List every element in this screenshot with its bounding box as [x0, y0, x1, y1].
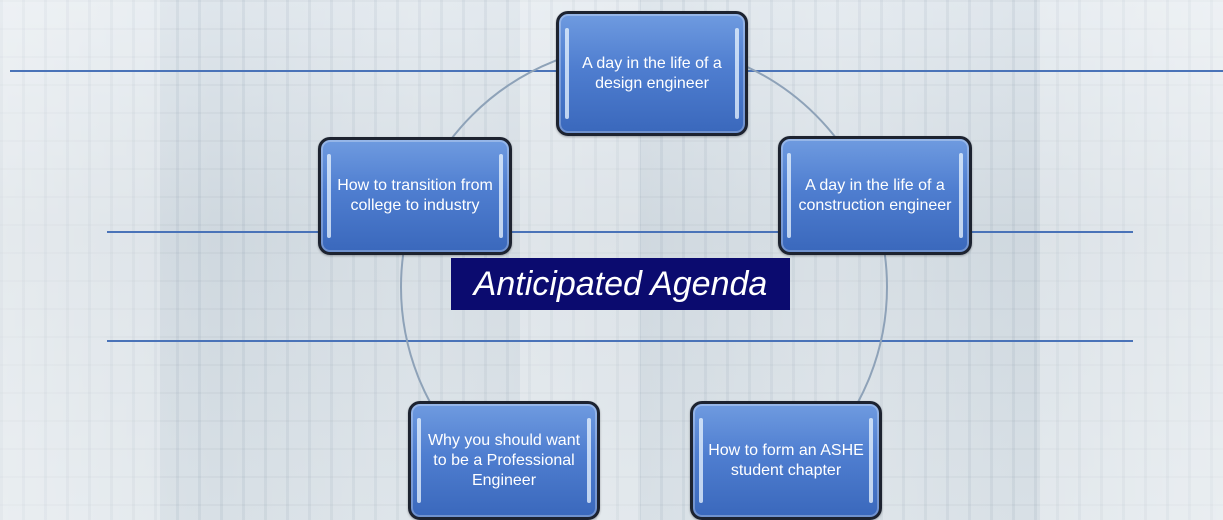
agenda-item-construction-engineer: A day in the life of a construction engi… — [778, 136, 972, 255]
agenda-title: Anticipated Agenda — [451, 258, 790, 310]
agenda-item-label: How to transition from college to indust… — [337, 177, 493, 214]
agenda-item-label: Why you should want to be a Professional… — [427, 431, 581, 489]
background-panel-left — [0, 0, 160, 520]
middle-rule-lower — [107, 340, 1133, 342]
agenda-item-label: How to form an ASHE student chapter — [708, 441, 864, 479]
agenda-item-college-to-industry: How to transition from college to indust… — [318, 137, 512, 255]
agenda-item-professional-engineer: Why you should want to be a Professional… — [408, 401, 600, 520]
agenda-item-label: A day in the life of a design engineer — [582, 54, 722, 92]
agenda-item-design-engineer: A day in the life of a design engineer — [556, 11, 748, 136]
agenda-item-label: A day in the life of a construction engi… — [798, 176, 952, 214]
middle-rule-upper — [107, 231, 1133, 233]
agenda-item-ashe-student-chapter: How to form an ASHE student chapter — [690, 401, 882, 520]
background-panel-right — [1040, 0, 1223, 520]
